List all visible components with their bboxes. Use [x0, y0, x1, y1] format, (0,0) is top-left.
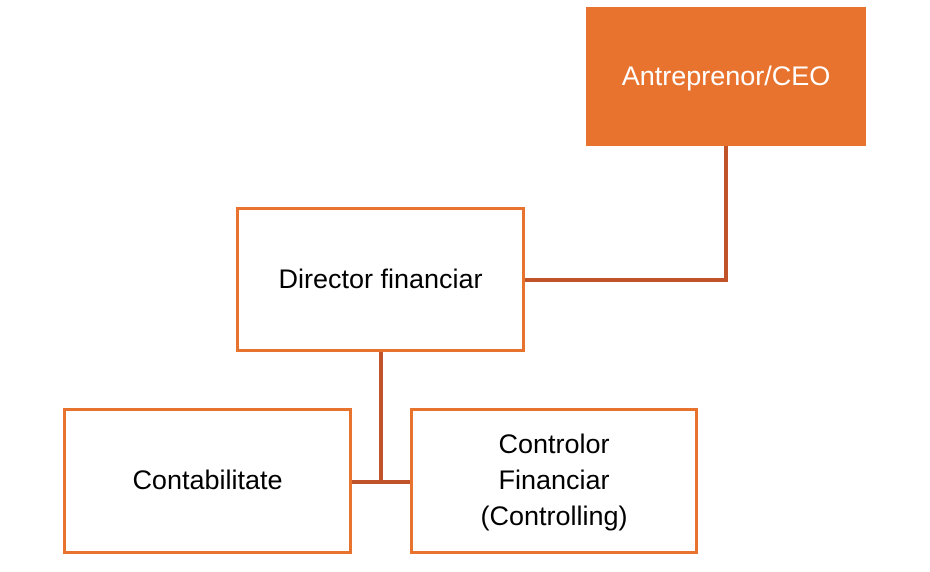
node-accounting-label: Contabilitate — [132, 465, 283, 496]
node-financial-director-label: Director financiar — [278, 263, 483, 294]
connector-director-vertical — [379, 351, 383, 484]
connector-ceo-vertical — [724, 146, 728, 281]
node-financial-controller: Controlor Financiar (Controlling) — [410, 408, 698, 554]
node-financial-director: Director financiar — [236, 207, 525, 352]
node-accounting: Contabilitate — [63, 408, 352, 554]
connector-ceo-director-horizontal — [524, 278, 728, 282]
node-ceo-label: Antreprenor/CEO — [621, 60, 831, 91]
node-financial-controller-label: Controlor Financiar (Controlling) — [480, 429, 628, 531]
node-ceo: Antreprenor/CEO — [586, 7, 866, 146]
connector-children-horizontal — [351, 480, 411, 484]
